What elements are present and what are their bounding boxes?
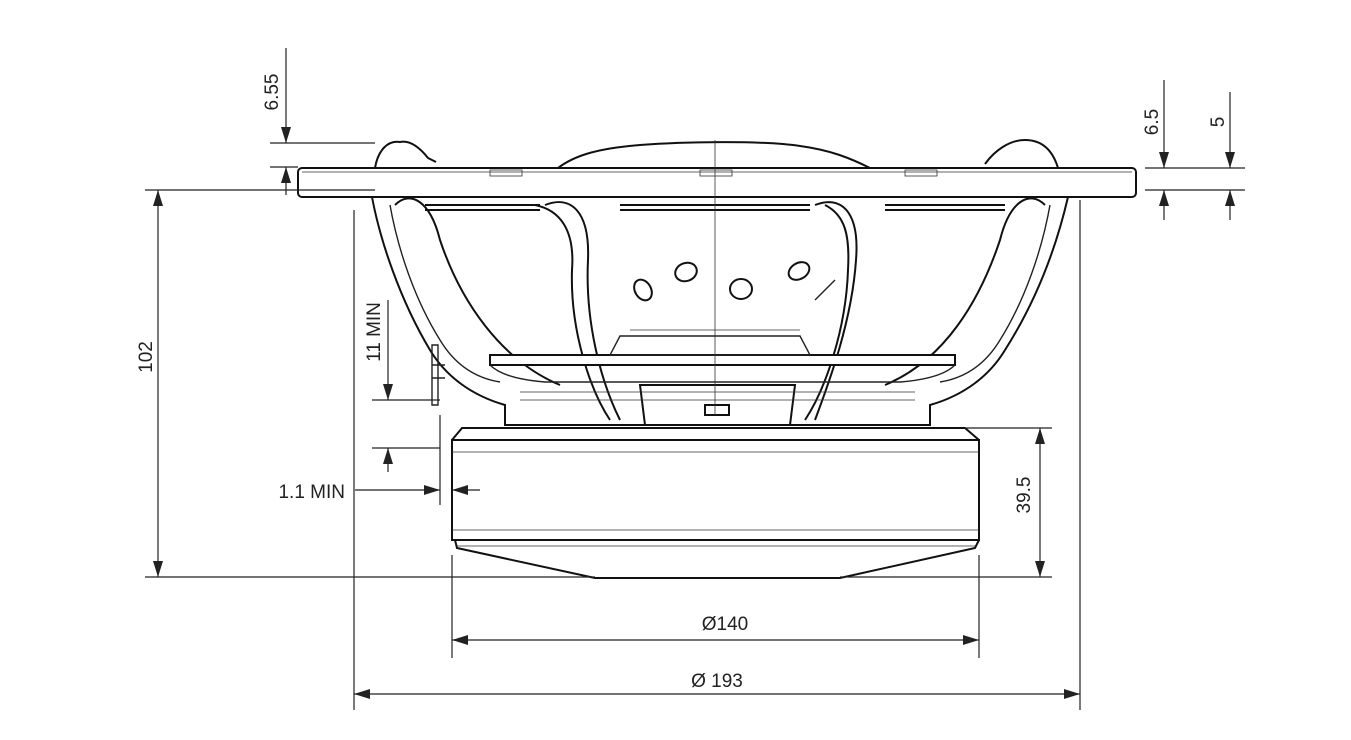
dim-193: Ø 193: [691, 671, 743, 692]
dim-39-5: 39.5: [1014, 477, 1035, 514]
vent-hole-1: [633, 278, 653, 302]
back-plate: [489, 354, 956, 366]
center-cone-top: [557, 141, 871, 169]
dimension-lines: [145, 48, 1245, 710]
speaker-outline: [297, 138, 1137, 579]
dim-140: Ø140: [702, 614, 748, 635]
basket-frame: [371, 196, 1069, 426]
dim-11-min: 11 MIN: [364, 302, 385, 362]
magnet: [451, 439, 980, 541]
dim-5: 5: [1208, 117, 1229, 128]
dim-6-55: 6.55: [262, 74, 283, 111]
spoke-2: [544, 201, 621, 421]
dim-6-5: 6.5: [1142, 109, 1163, 135]
left-surround: [374, 140, 437, 169]
mounting-flange: [297, 167, 1137, 198]
vent-hole-3: [729, 278, 753, 300]
vent-hole-2: [674, 261, 698, 283]
right-surround: [984, 138, 1059, 169]
pole-piece: [638, 384, 797, 426]
bottom-plate: [454, 539, 980, 579]
dim-102: 102: [136, 341, 157, 373]
dimension-labels: 6.55 6.5 5 102 11 MIN 1.1 MIN 39.5 Ø140 …: [136, 74, 1229, 692]
vent-hole-4: [787, 261, 811, 281]
dim-1-1-min: 1.1 MIN: [278, 482, 345, 503]
